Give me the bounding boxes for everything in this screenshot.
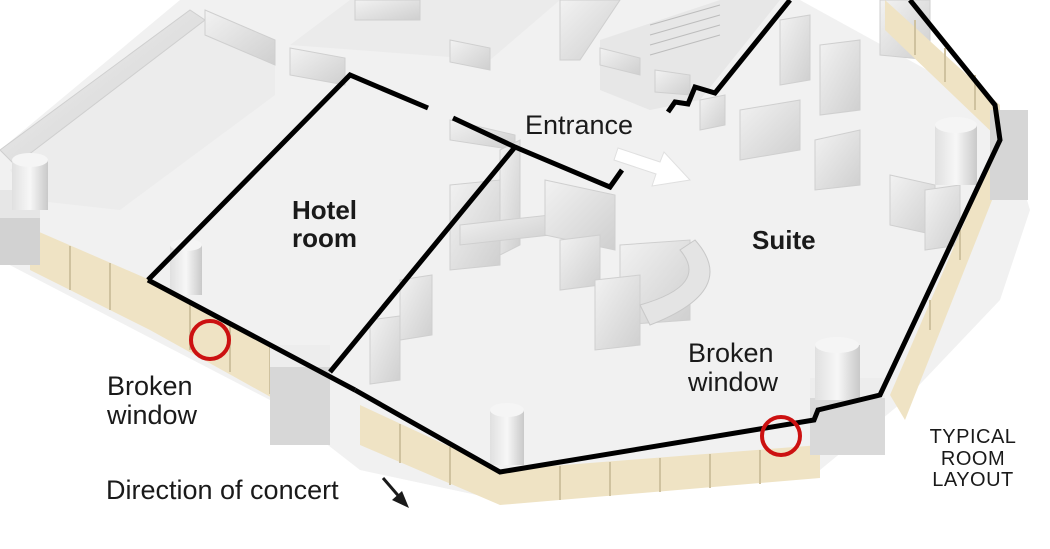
broken-window-label-right: Broken window [688, 338, 779, 398]
suite-label: Suite [752, 225, 816, 255]
back-room-right [600, 0, 780, 110]
broken-window-label-left: Broken window [107, 371, 198, 431]
broken-window-marker-right [760, 415, 802, 457]
suite-outline [353, 0, 1003, 475]
entrance-arrow [613, 147, 692, 187]
back-room-left [10, 20, 275, 210]
concert-direction-label: Direction of concert [106, 475, 339, 505]
entrance-label: Entrance [525, 110, 634, 140]
stairwell [649, 4, 721, 56]
interior-walls [0, 0, 961, 385]
hotel-room-label: Hotel room [292, 195, 357, 254]
broken-window-marker-left [189, 319, 231, 361]
exterior-windows [30, 0, 1000, 505]
concert-direction-arrow [381, 477, 409, 508]
curved-desk [639, 239, 711, 326]
typical-room-layout-label: TYPICAL ROOM LAYOUT [929, 426, 1017, 492]
